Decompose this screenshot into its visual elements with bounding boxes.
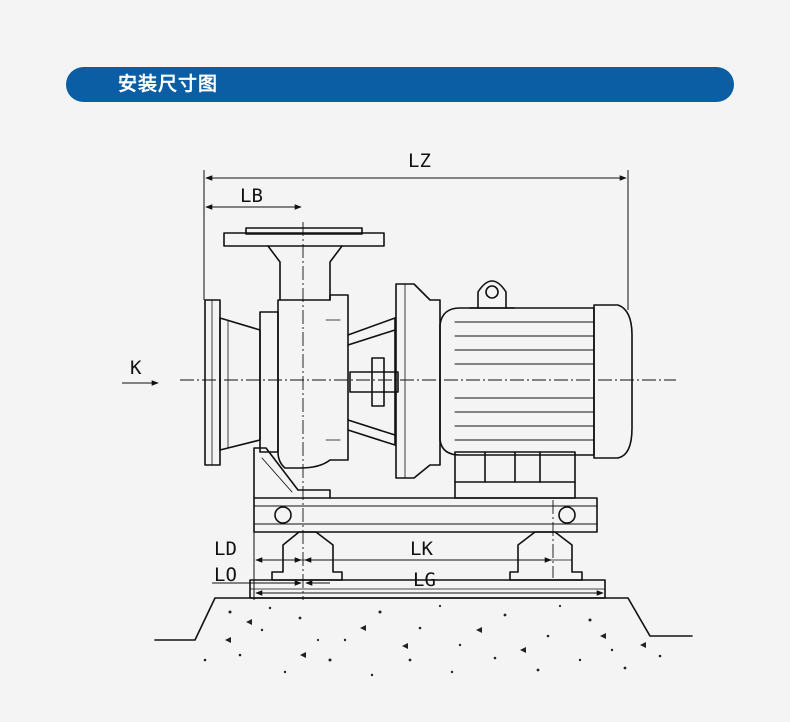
label-k: K: [130, 357, 142, 379]
pump-casing-flange: [259, 311, 279, 453]
label-lb: LB: [240, 185, 263, 207]
section-title: 安装尺寸图: [118, 73, 219, 95]
concrete-texture: [203, 604, 662, 677]
ground-line: [154, 597, 693, 641]
pump-support: [253, 447, 331, 499]
label-lg: LG: [413, 569, 436, 591]
label-lz: LZ: [408, 150, 431, 172]
right-mount-foot: [509, 531, 583, 581]
label-ld: LD: [214, 538, 237, 560]
discharge-flange: [223, 232, 385, 247]
label-lk: LK: [410, 538, 433, 560]
pump-casing: [277, 294, 349, 469]
discharge-nozzle: [267, 245, 343, 301]
motor-flange: [395, 283, 441, 479]
base-frame: [253, 497, 598, 533]
fan-cover: [593, 304, 633, 459]
label-lo: LO: [214, 564, 237, 586]
motor-body: [439, 307, 595, 456]
coupling: [371, 357, 385, 407]
left-mount-foot: [271, 531, 343, 581]
bearing-bracket: [347, 317, 396, 446]
section-header-banner: 安装尺寸图: [66, 67, 734, 102]
lifting-eye: [477, 280, 507, 309]
inlet-flange: [204, 299, 221, 466]
